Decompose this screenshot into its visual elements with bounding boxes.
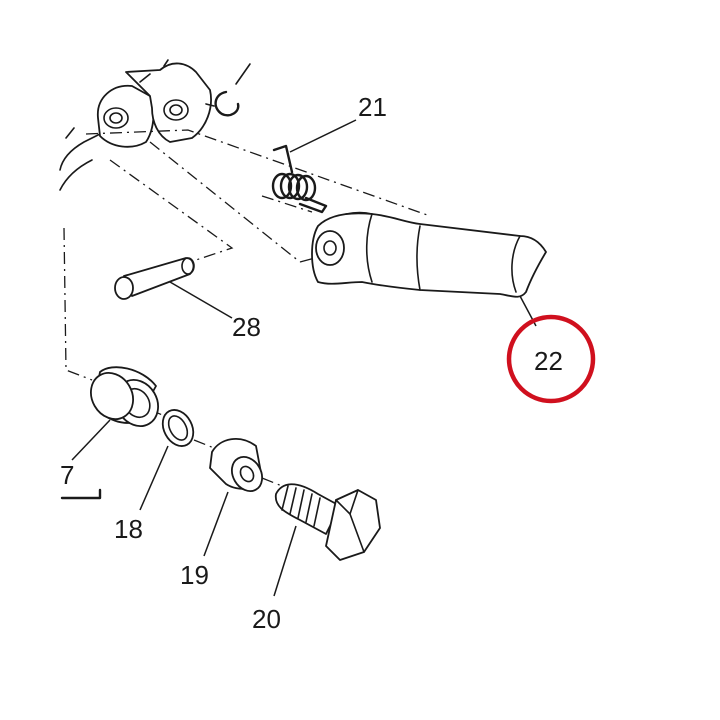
center-lines (63, 129, 431, 487)
callout-7: 7 (60, 460, 74, 490)
highlight-ring (506, 314, 596, 404)
bushing-part-7 (60, 366, 159, 500)
callout-20: 20 (252, 604, 281, 634)
lever-arm-part-22 (311, 211, 547, 327)
callout-28: 28 (232, 312, 261, 342)
retaining-clip (205, 63, 251, 117)
washer-part-18 (139, 409, 195, 511)
bolt-part-20 (273, 483, 381, 597)
torsion-spring-part-21 (271, 119, 357, 214)
callout-22: 22 (534, 346, 563, 376)
callout-19: 19 (180, 560, 209, 590)
pin-part-28 (114, 257, 233, 319)
callout-18: 18 (114, 514, 143, 544)
bracket-housing (59, 59, 212, 191)
spacer-part-19 (203, 438, 263, 557)
callout-21: 21 (358, 92, 387, 122)
